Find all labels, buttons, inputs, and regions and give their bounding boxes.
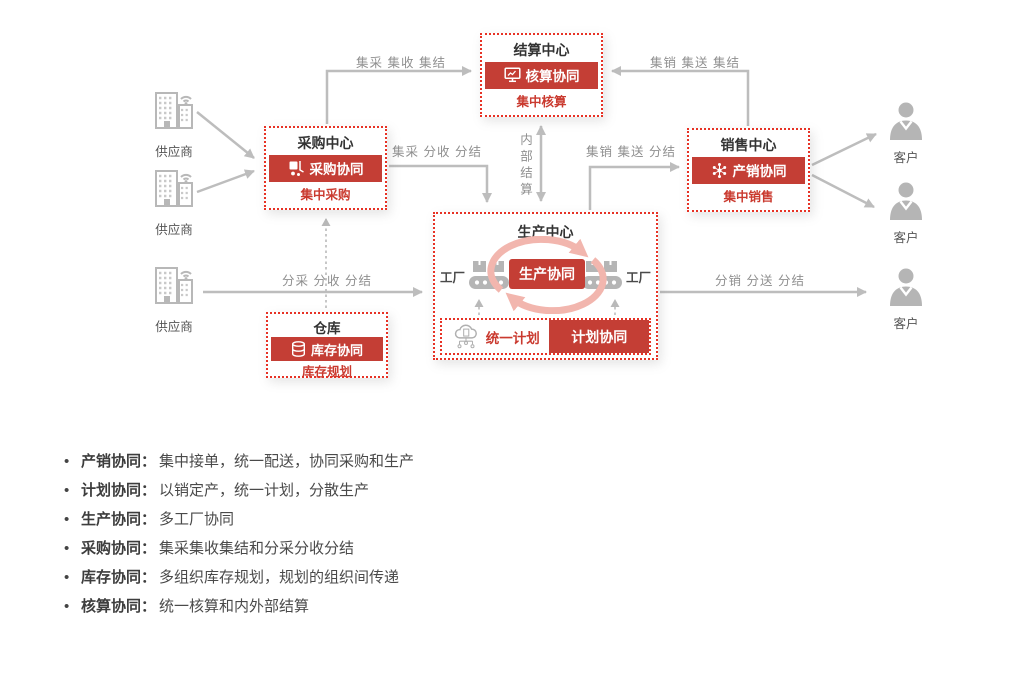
legend-term: 采购协同： (81, 540, 157, 557)
person-icon (890, 102, 922, 140)
legend-item-production-collab: 生产协同：多工厂协同 (64, 510, 414, 530)
cycle-arrows-icon (487, 236, 607, 314)
legend-desc: 以销定产，统一计划，分散生产 (159, 482, 370, 499)
sales-collab-label: 产销协同 (732, 164, 787, 179)
person-icon (890, 268, 922, 306)
legend-desc: 统一核算和内外部结算 (159, 598, 310, 615)
monitor-icon (503, 67, 521, 83)
legend-item-sales-collab: 产销协同：集中接单，统一配送，协同采购和生产 (64, 452, 414, 472)
procurement-center-title: 采购中心 (297, 134, 354, 151)
legend-list: 产销协同：集中接单，统一配送，协同采购和生产 计划协同：以销定产，统一计划，分散… (64, 452, 414, 626)
supplier-label: 供应商 (155, 145, 193, 159)
arrow-label-proc-to-production: 集采 分收 分结 (392, 145, 482, 159)
legend-term: 生产协同： (81, 511, 157, 528)
arrow-connections (196, 66, 877, 308)
production-collab-chip: 生产协同 (509, 259, 585, 289)
plan-subbox: 统一计划 计划协同 (440, 318, 651, 355)
sales-collab-chip: 产销协同 (692, 156, 805, 184)
sales-center-node: 销售中心 产销协同 集中销售 (687, 128, 810, 212)
accounting-collab-chip: 核算协同 (485, 61, 598, 89)
legend-desc: 集采集收集结和分采分收分结 (159, 540, 355, 557)
production-center-node: 生产中心 工厂 (433, 212, 658, 360)
database-icon (291, 341, 305, 357)
network-icon (712, 162, 726, 178)
person-icon (890, 182, 922, 220)
supplier-1: 供应商 (142, 88, 206, 160)
unified-plan-cell: 统一计划 (442, 320, 549, 353)
customer-label: 客户 (893, 231, 919, 245)
settlement-center-sub: 集中核算 (516, 94, 567, 109)
customer-label: 客户 (893, 151, 919, 165)
legend-term: 计划协同： (81, 482, 157, 499)
inventory-collab-chip: 库存协同 (271, 337, 383, 361)
building-icon (155, 267, 193, 304)
procurement-collab-label: 采购协同 (309, 162, 364, 177)
sales-center-sub: 集中销售 (723, 189, 774, 204)
handtruck-icon (289, 160, 304, 176)
accounting-collab-label: 核算协同 (525, 69, 580, 84)
customer-label: 客户 (893, 317, 919, 331)
warehouse-title: 仓库 (313, 321, 341, 336)
diagram-area: 集采 集收 集结 集销 集送 集结 集采 分收 分结 集销 集送 分结 分采 分… (142, 33, 938, 379)
arrow-label-proc-to-settlement: 集采 集收 集结 (356, 56, 446, 70)
cloud-icon (454, 324, 477, 348)
unified-plan-label: 统一计划 (485, 330, 540, 346)
warehouse-node: 仓库 库存协同 库存规划 (266, 312, 388, 379)
legend-item-inventory-collab: 库存协同：多组织库存规划，规划的组织间传递 (64, 568, 414, 588)
arrow-label-sales-to-settlement: 集销 集送 集结 (650, 56, 740, 70)
arrow-label-production-to-sales: 集销 集送 分结 (586, 145, 676, 159)
settlement-center-node: 结算中心 核算协同 集中核算 (480, 33, 603, 117)
arrow-label-internal-settlement: 内部结算 (518, 133, 532, 199)
legend-desc: 集中接单，统一配送，协同采购和生产 (159, 453, 415, 470)
supplier-3: 供应商 (142, 263, 206, 335)
production-center-title: 生产中心 (517, 224, 574, 240)
legend-item-accounting-collab: 核算协同：统一核算和内外部结算 (64, 597, 414, 617)
customer-2: 客户 (874, 182, 938, 246)
plan-dispatch-arrows (474, 299, 620, 315)
procurement-center-sub: 集中采购 (300, 187, 351, 202)
plan-collab-chip: 计划协同 (549, 320, 649, 353)
legend-term: 产销协同： (81, 453, 157, 470)
legend-term: 库存协同： (81, 569, 157, 586)
settlement-center-title: 结算中心 (513, 41, 570, 58)
inventory-collab-label: 库存协同 (310, 342, 363, 358)
supplier-2: 供应商 (142, 166, 206, 238)
arrow-label-supplier-to-production: 分采 分收 分结 (282, 274, 372, 288)
factory-left-label: 工厂 (440, 270, 466, 285)
building-icon (155, 92, 193, 129)
supplier-label: 供应商 (155, 320, 193, 334)
legend-desc: 多组织库存规划，规划的组织间传递 (159, 569, 400, 586)
supplier-label: 供应商 (155, 223, 193, 237)
legend-item-procurement-collab: 采购协同：集采集收集结和分采分收分结 (64, 539, 414, 559)
legend-item-plan-collab: 计划协同：以销定产，统一计划，分散生产 (64, 481, 414, 501)
sales-center-title: 销售中心 (720, 136, 777, 153)
warehouse-sub: 库存规划 (301, 365, 352, 379)
customer-1: 客户 (874, 102, 938, 166)
procurement-collab-chip: 采购协同 (269, 154, 382, 182)
factory-right-label: 工厂 (625, 270, 651, 285)
arrow-label-production-to-customer: 分销 分送 分结 (715, 274, 805, 288)
legend-term: 核算协同： (81, 598, 157, 615)
customer-3: 客户 (874, 268, 938, 332)
building-icon (155, 170, 193, 207)
procurement-center-node: 采购中心 采购协同 集中采购 (264, 126, 387, 210)
legend-desc: 多工厂协同 (159, 511, 235, 528)
